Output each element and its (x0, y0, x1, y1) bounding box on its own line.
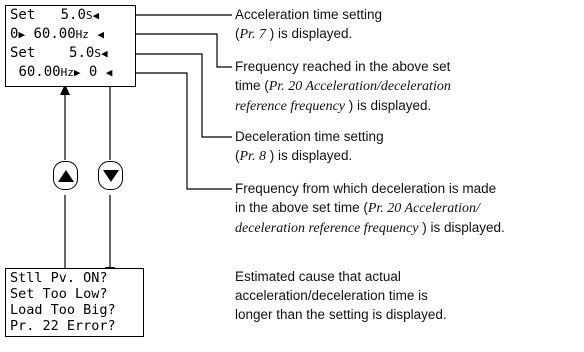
annotation-pre: time ( (235, 78, 269, 93)
down-arrow-icon (102, 169, 119, 182)
annotation-text: in the above set time (Pr. 20 Accelerati… (235, 198, 505, 218)
forward-arrow-icon: ▶ (73, 66, 81, 79)
pointer-icon: ◀ (105, 66, 113, 79)
display-row-accel-freq: 0▶ 60.00Hz ◀ (10, 25, 104, 44)
error-cause-display: Stll Pv. ON? Set Too Low? Load Too Big? … (5, 268, 144, 337)
annotation-tail: ) is displayed. (265, 26, 353, 41)
annotation-cause: Estimated cause that actual acceleration… (235, 267, 447, 324)
annotation-pre: in the above set time ( (235, 200, 368, 215)
annotation-tail: ) is displayed. (345, 98, 432, 113)
row-label: Set (10, 45, 36, 61)
forward-arrow-icon: ▶ (18, 28, 26, 41)
row-value: 60.00 (18, 64, 61, 80)
annotation-text: time (Pr. 20 Acceleration/deceleration (235, 76, 451, 96)
annotation-tail: ) is displayed. (418, 220, 505, 235)
row-prefix: 0 (10, 26, 19, 42)
annotation-text: Frequency reached in the above set (235, 59, 451, 74)
annotation-text: Deceleration time setting (235, 129, 384, 144)
row-suffix: 0 (88, 64, 98, 80)
display-row-decel-setting: Set 5.0S◀ (10, 44, 108, 63)
row-unit: S (85, 9, 93, 22)
display-row-decel-freq: 60.00Hz▶ 0 ◀ (10, 63, 112, 82)
pointer-icon: ◀ (100, 47, 108, 60)
annotation-text: acceleration/deceleration time is (235, 288, 428, 303)
annotation-text: (Pr. 7 ) is displayed. (235, 26, 353, 42)
row-unit: S (94, 47, 101, 60)
connector-lines (60, 14, 232, 278)
annotation-tail: ) is displayed. (265, 148, 353, 163)
cause-line: Load Too Big? (10, 302, 116, 318)
cause-line: Pr. 22 Error? (10, 318, 116, 334)
annotation-text: (Pr. 8 ) is displayed. (235, 148, 353, 164)
annotation-decel-setting: Deceleration time setting (Pr. 8 ) is di… (235, 127, 384, 166)
cause-line: Set Too Low? (10, 286, 108, 302)
parameter-ref: Pr. 8 (239, 149, 266, 164)
annotation-decel-freq: Frequency from which deceleration is mad… (235, 179, 505, 238)
annotation-accel-setting: Acceleration time setting (Pr. 7 ) is di… (235, 5, 382, 44)
parameter-ref: Pr. 20 Acceleration/ (367, 201, 480, 216)
up-arrow-icon (57, 169, 74, 182)
up-key-button[interactable] (53, 161, 78, 190)
annotation-text: Estimated cause that actual (235, 269, 401, 284)
down-key-button[interactable] (98, 161, 123, 190)
cause-line: Stll Pv. ON? (10, 270, 108, 286)
pointer-icon: ◀ (92, 9, 100, 22)
row-unit: Hz (60, 66, 74, 79)
row-value: 5.0 (60, 7, 86, 23)
pointer-icon: ◀ (97, 28, 104, 41)
annotation-text: deceleration reference frequency ) is di… (235, 218, 505, 238)
leader-decel-freq (134, 72, 232, 190)
leader-decel-setting (134, 53, 232, 138)
display-row-accel-setting: Set 5.0S◀ (10, 6, 99, 25)
annotation-text: longer than the setting is displayed. (235, 307, 447, 322)
row-unit: Hz (75, 28, 89, 41)
parameter-ref: Pr. 20 Acceleration/deceleration (268, 79, 451, 94)
row-value: 60.00 (33, 26, 76, 42)
parameter-ref: deceleration reference frequency (235, 221, 419, 236)
annotation-text: Acceleration time setting (235, 7, 383, 22)
annotation-accel-freq: Frequency reached in the above set time … (235, 57, 451, 116)
leader-accel-freq (134, 33, 232, 68)
parameter-ref: Pr. 7 (239, 27, 266, 42)
operation-panel-display: Set 5.0S◀ 0▶ 60.00Hz ◀ Set 5.0S◀ 60.00Hz… (5, 5, 136, 87)
row-value: 5.0 (69, 45, 95, 61)
row-label: Set (10, 7, 36, 23)
annotation-text: reference frequency ) is displayed. (235, 96, 451, 116)
up-arrowhead (60, 84, 70, 95)
annotation-text: Frequency from which deceleration is mad… (235, 181, 497, 196)
parameter-ref: reference frequency (235, 99, 345, 114)
